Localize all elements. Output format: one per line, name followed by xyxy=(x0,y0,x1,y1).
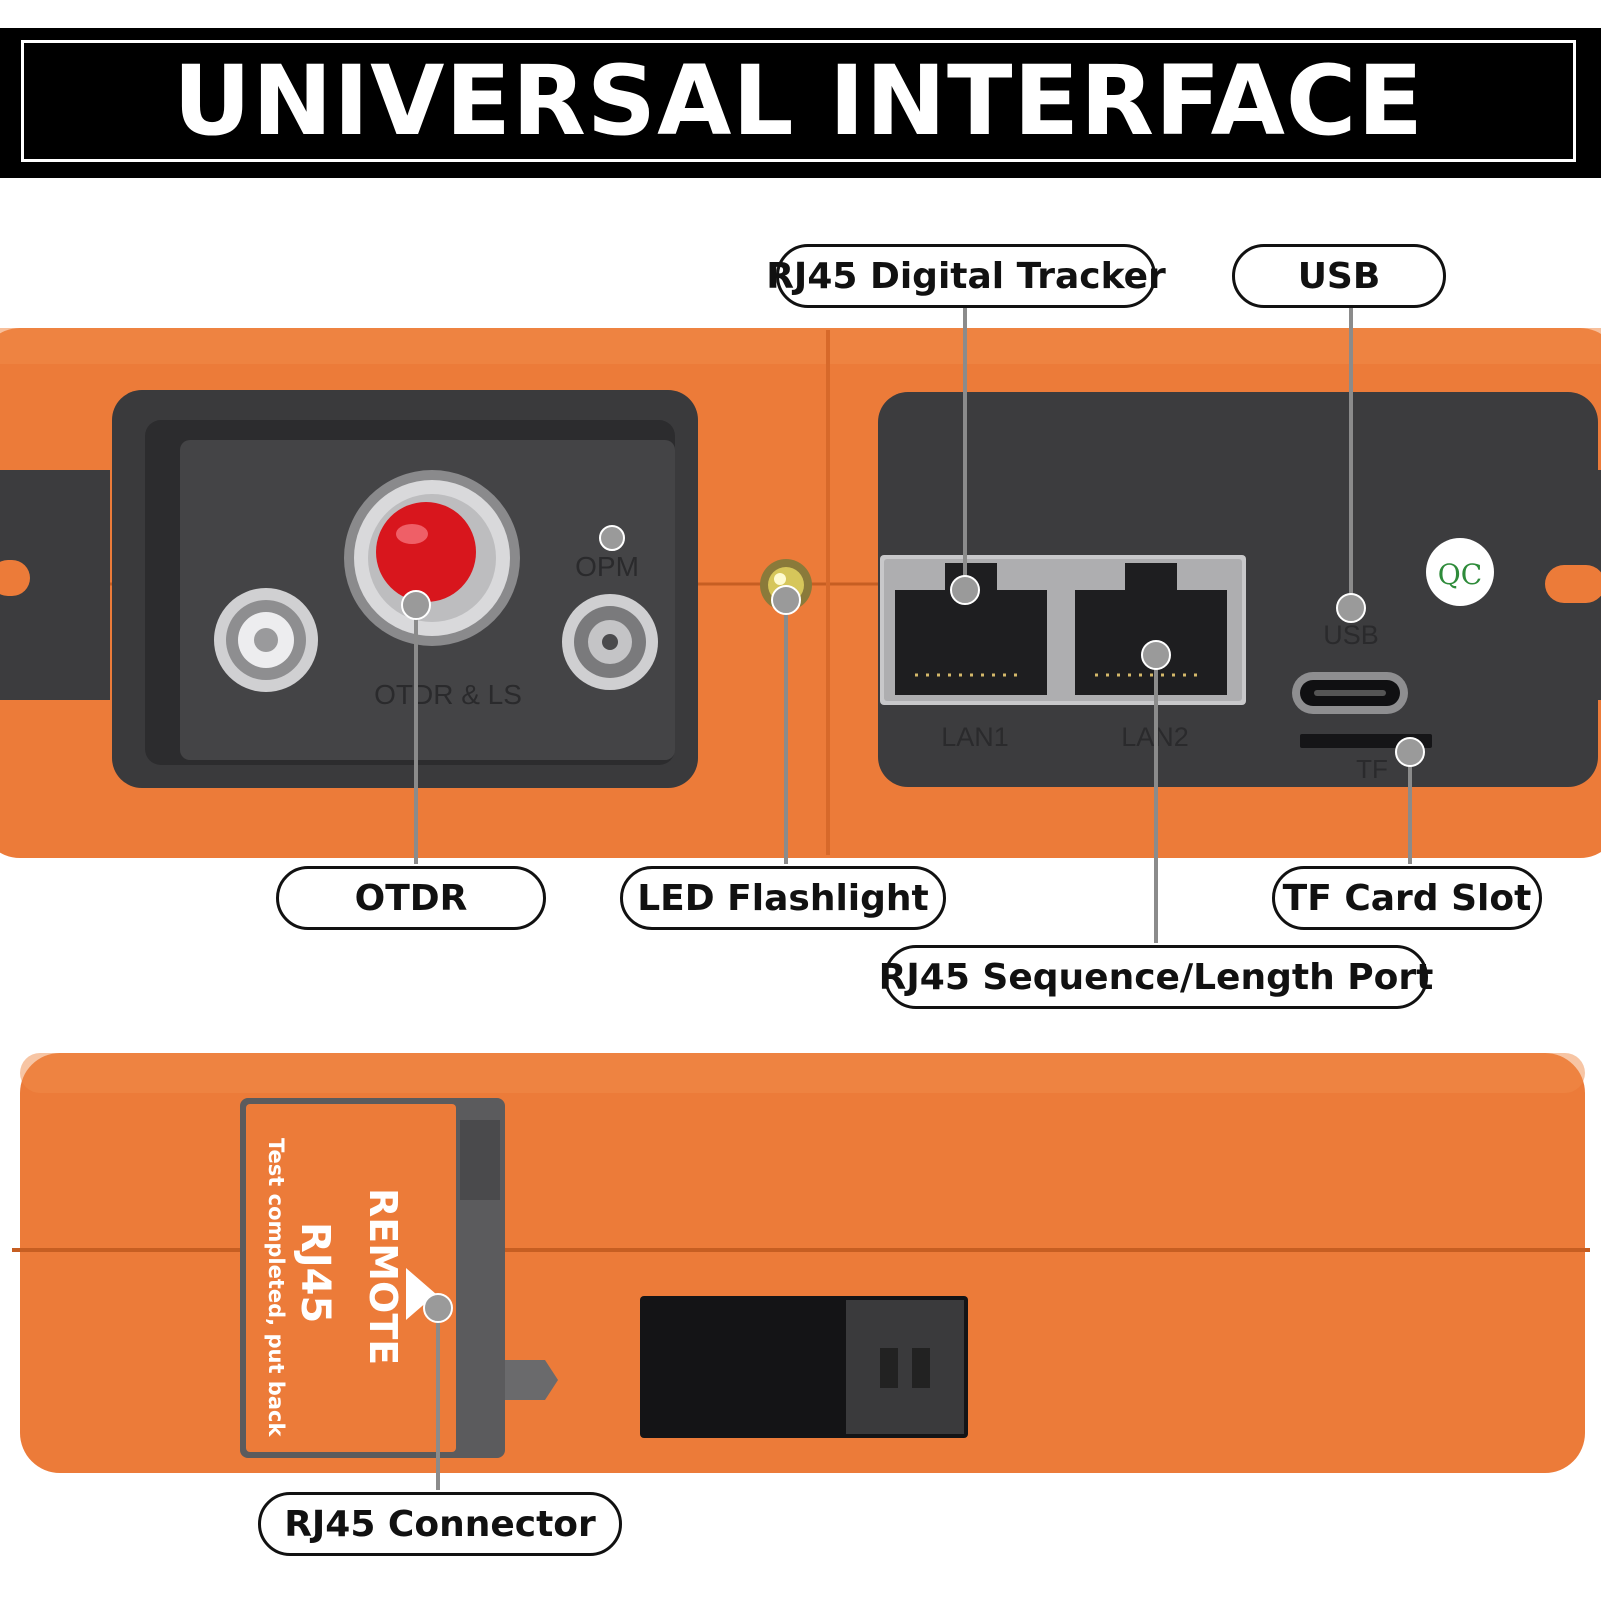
callout-label: TF Card Slot xyxy=(1282,877,1532,919)
opm-marking: OPM xyxy=(575,551,639,582)
callout-label: USB xyxy=(1297,255,1381,297)
usb-marking: USB xyxy=(1323,620,1379,650)
otdr-ls-marking: OTDR & LS xyxy=(374,679,522,710)
otdr-connector xyxy=(344,470,520,646)
callout-label: RJ45 Digital Tracker xyxy=(766,255,1166,297)
remote-note-text: Test completed, put back xyxy=(264,1138,288,1437)
callout-rj45-digital-tracker: RJ45 Digital Tracker xyxy=(766,244,1166,308)
callout-label: RJ45 Connector xyxy=(284,1503,596,1545)
remote-brand-text: REMOTE xyxy=(361,1188,405,1366)
callout-rj45-connector: RJ45 Connector xyxy=(258,1492,622,1556)
callout-otdr: OTDR xyxy=(276,866,546,930)
bottom-device xyxy=(12,1053,1590,1473)
leader-lines xyxy=(414,300,1412,1490)
callout-label: RJ45 Sequence/Length Port xyxy=(878,956,1434,998)
leader-dots xyxy=(401,525,1425,1323)
callout-tf-card-slot: TF Card Slot xyxy=(1272,866,1542,930)
lan1-marking: LAN1 xyxy=(941,722,1009,752)
callout-led-flashlight: LED Flashlight xyxy=(620,866,946,930)
callout-label: OTDR xyxy=(354,877,468,919)
remote-arrow xyxy=(406,1268,436,1320)
remote-module-label xyxy=(246,1104,456,1452)
callout-rj45-sequence-length-port: RJ45 Sequence/Length Port xyxy=(879,945,1433,1009)
top-device: QC OPM OTDR & LS LAN1 LAN2 USB TF xyxy=(0,328,1601,858)
callout-usb: USB xyxy=(1232,244,1446,308)
callout-label: LED Flashlight xyxy=(637,877,929,919)
ls-connector xyxy=(214,588,318,692)
title-banner: UNIVERSAL INTERFACE xyxy=(0,28,1601,178)
qc-sticker: QC xyxy=(1426,538,1494,606)
title-frame: UNIVERSAL INTERFACE xyxy=(21,40,1576,162)
otdr-dust-cap xyxy=(376,502,476,602)
remote-model-text: RJ45 xyxy=(292,1222,338,1324)
tf-marking: TF xyxy=(1356,754,1388,784)
svg-text:QC: QC xyxy=(1438,558,1482,591)
remote-latch xyxy=(505,1360,558,1400)
page-title: UNIVERSAL INTERFACE xyxy=(173,45,1424,157)
usb-c-port xyxy=(1292,672,1408,714)
opm-connector xyxy=(562,594,658,690)
